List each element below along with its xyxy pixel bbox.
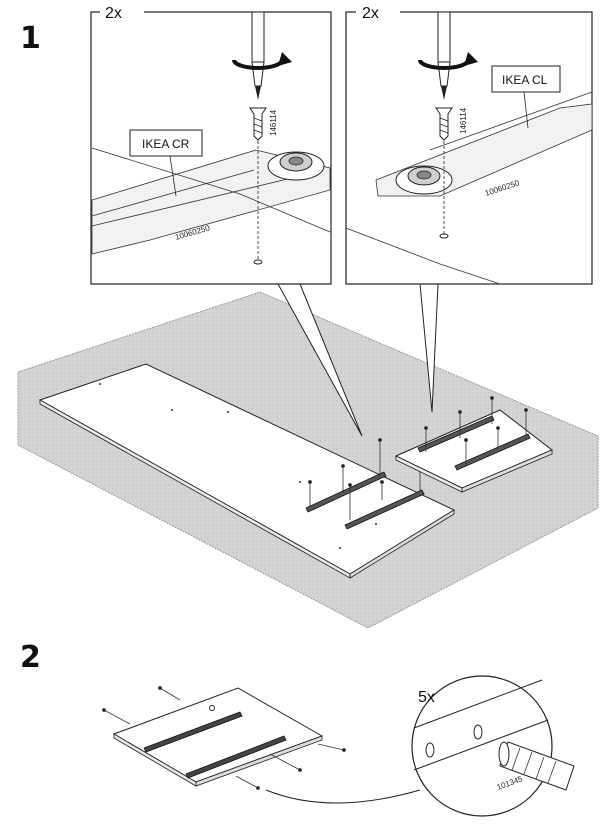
screw-guide-line [424,396,528,466]
screw-icon [249,107,267,141]
clockwise-rotation-arrow-icon [418,52,478,70]
detail-left-label: IKEA CR [142,137,190,151]
detail-right-label: IKEA CL [502,73,548,87]
callout-pointer [277,283,439,437]
magnified-detail [265,675,575,817]
large-panel [38,363,456,579]
detail-left-screw-code: 146114 [269,109,278,136]
drawer-rail [305,471,425,530]
detail-left-count: 2x [105,5,122,22]
detail-right-screw-code: 146114 [459,107,468,134]
dowel-insertion-line [102,686,346,790]
step-1-number: 1 [20,21,41,56]
step-2-number: 2 [20,640,41,675]
detail-right-count: 2x [362,5,379,22]
detail-box-left [90,4,332,285]
detail-step2-count: 5x [418,689,435,706]
screw-icon [435,107,453,141]
detail-box-right [345,4,593,285]
small-panel [394,409,553,493]
wooden-dowel-icon [498,741,575,791]
clockwise-rotation-arrow-icon [232,52,292,70]
panel-with-rails [112,687,324,787]
